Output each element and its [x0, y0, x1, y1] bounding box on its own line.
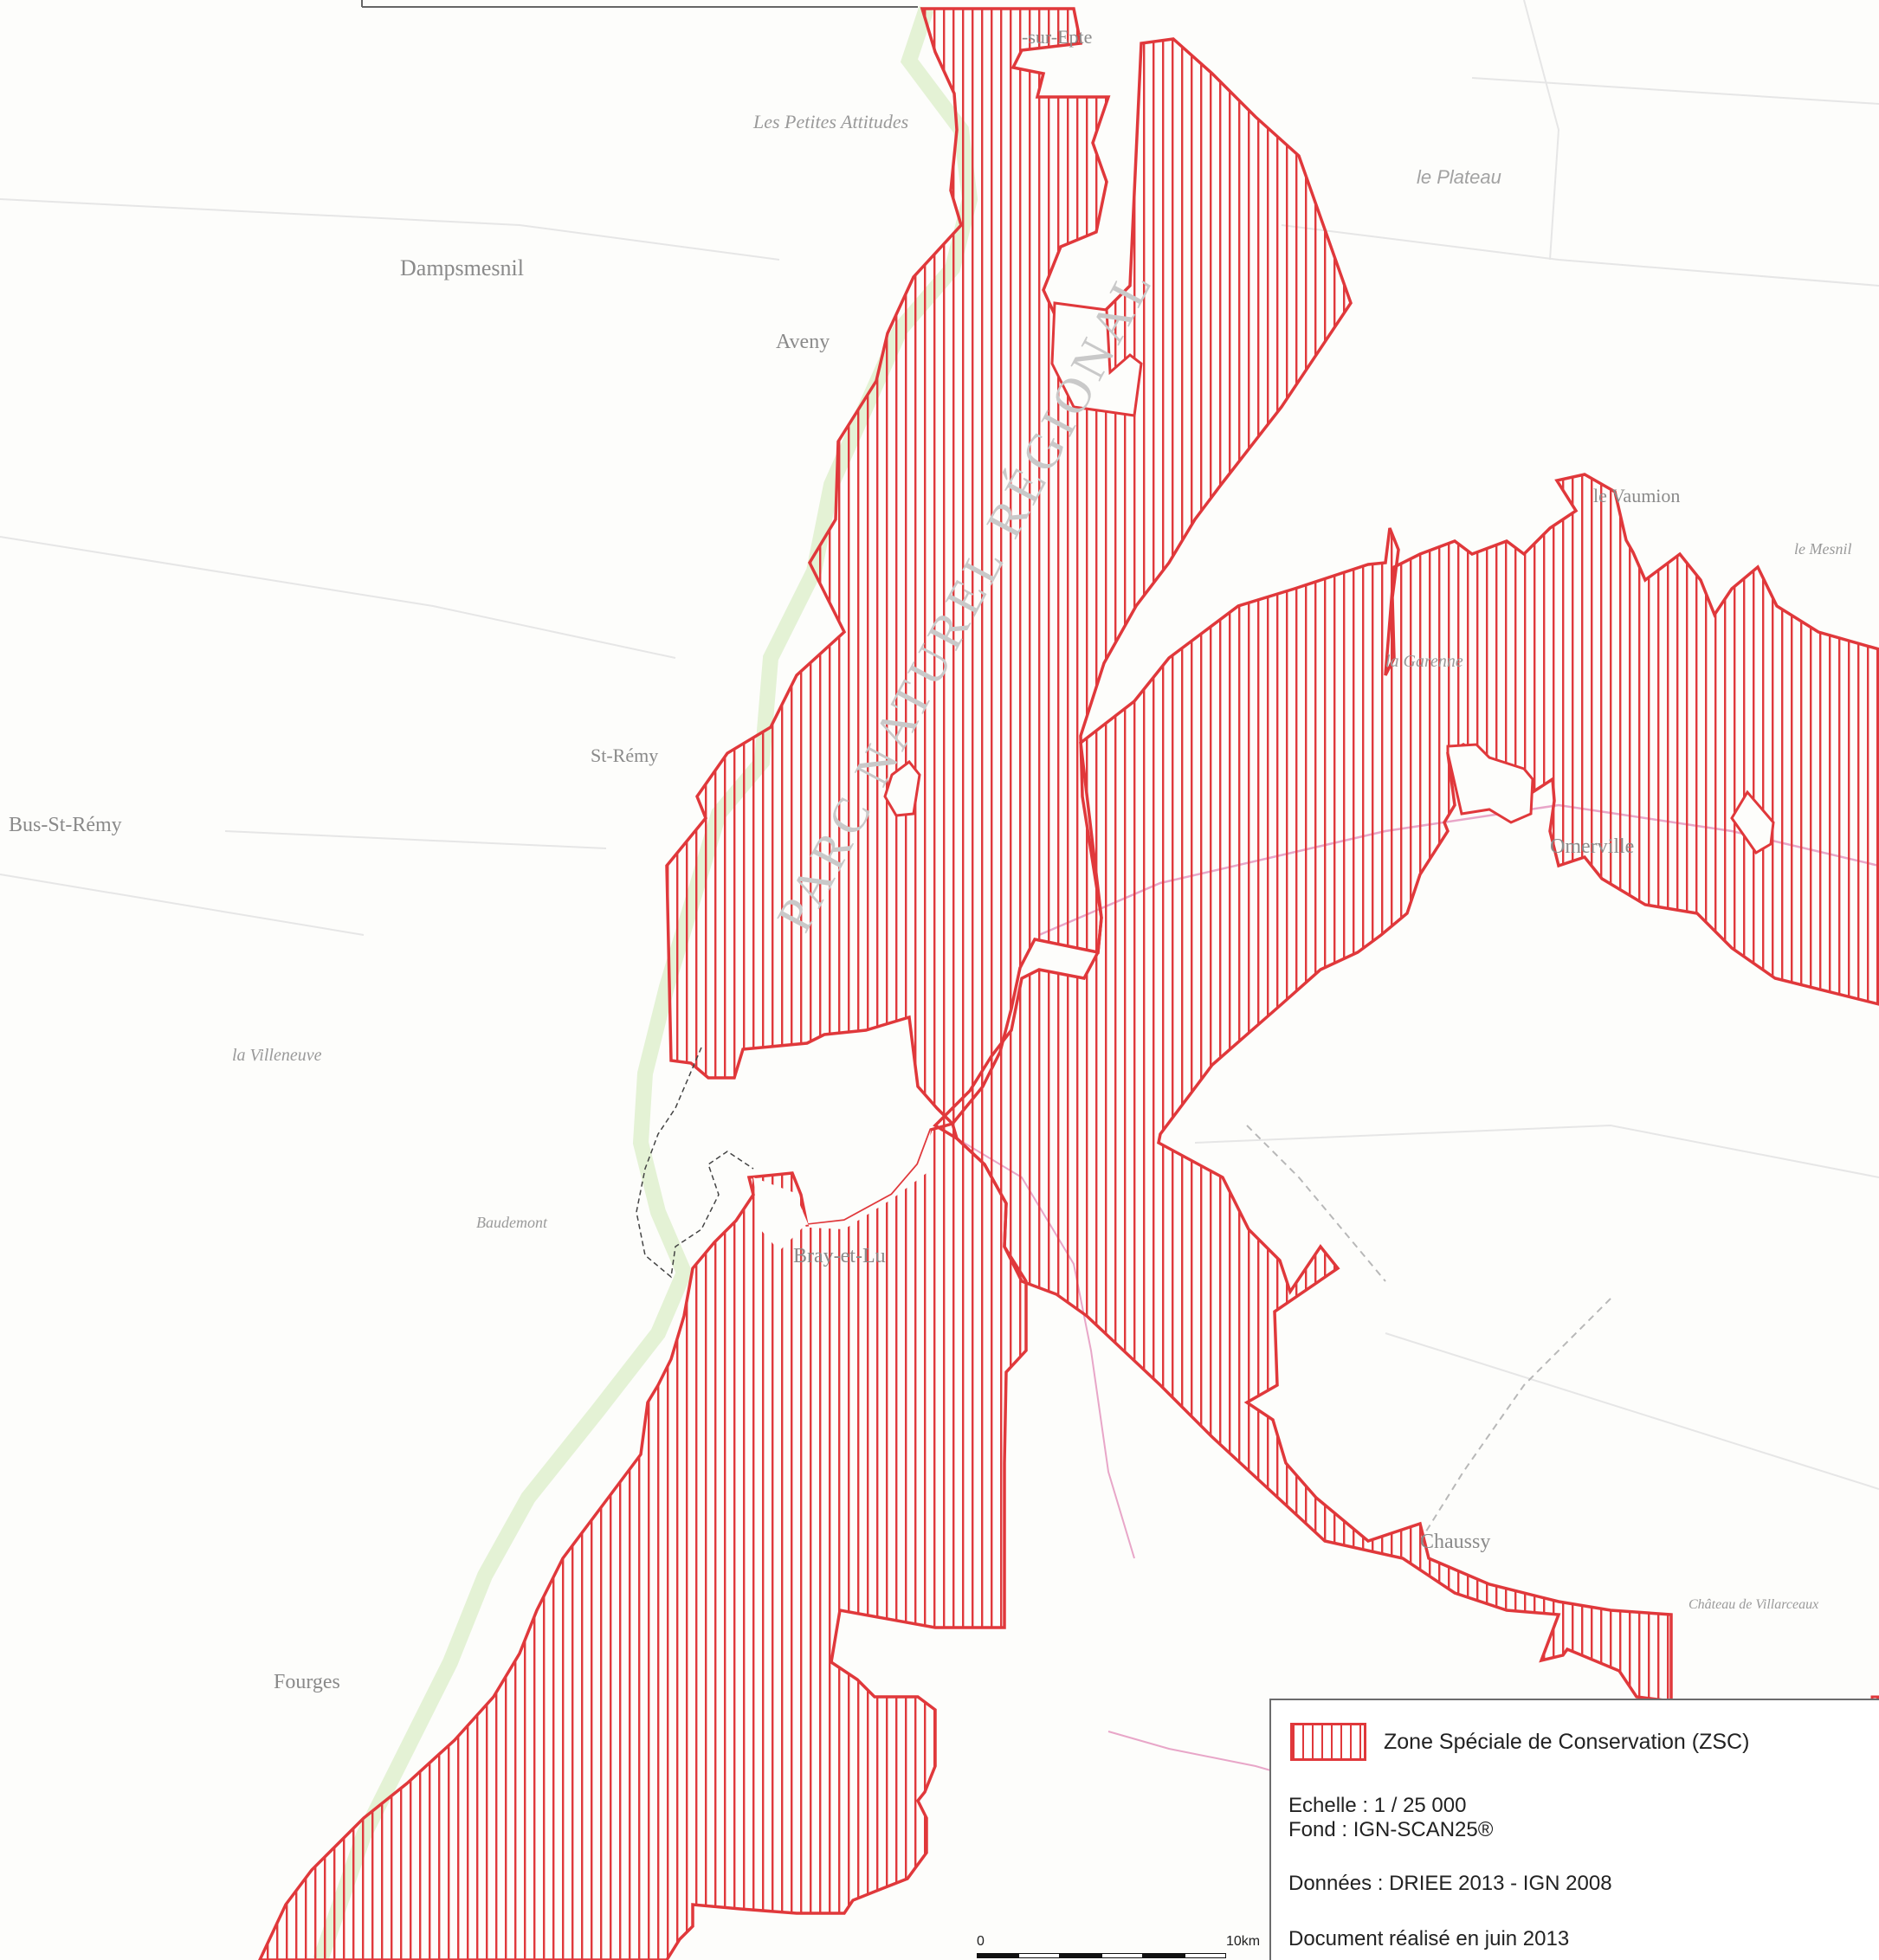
- place-bus-st-remy: Bus-St-Rémy: [9, 814, 122, 836]
- scale-segment: [1143, 1953, 1185, 1958]
- zsc-cutout: [1050, 301, 1143, 417]
- place-dampsmesnil: Dampsmesnil: [400, 255, 524, 280]
- place-villarceaux: Château de Villarceaux: [1689, 1597, 1818, 1612]
- zsc-zone-west[interactable]: [665, 7, 1353, 1126]
- legend-document: Document réalisé en juin 2013: [1288, 1927, 1570, 1950]
- scale-segment: [1060, 1953, 1101, 1958]
- scale-start-label: 0: [977, 1934, 985, 1949]
- scale-segment: [1101, 1953, 1143, 1958]
- place-baudemont: Baudemont: [476, 1214, 548, 1231]
- zsc-cutout-diamond: [1730, 790, 1775, 854]
- boundary-line: [1246, 1125, 1386, 1282]
- zsc-cutout-small: [883, 759, 921, 817]
- boundary-line: [1419, 1298, 1611, 1542]
- place-aveny: Aveny: [776, 331, 830, 353]
- place-bray-et-lu: Bray-et-Lu: [793, 1245, 886, 1267]
- legend-donnees: Données : DRIEE 2013 - IGN 2008: [1288, 1872, 1612, 1895]
- legend-scale: Echelle : 1 / 25 000: [1288, 1794, 1467, 1817]
- place-la-garenne: la Garenne: [1385, 652, 1463, 671]
- scale-bar: 0 10km: [977, 1934, 1260, 1960]
- zsc-zone-south[interactable]: [258, 1121, 1028, 1960]
- scale-end-label: 10km: [1226, 1934, 1261, 1949]
- map-legend: Zone Spéciale de Conservation (ZSC) Eche…: [1269, 1699, 1879, 1960]
- zsc-cutout-village: [1446, 743, 1534, 824]
- place-sur-epte: -sur-Epte: [1022, 26, 1092, 48]
- scale-segment: [977, 1953, 1018, 1958]
- zsc-legend-label: Zone Spéciale de Conservation (ZSC): [1384, 1730, 1750, 1754]
- place-st-remy: St-Rémy: [591, 745, 658, 766]
- zsc-zone-east[interactable]: [933, 473, 1879, 1703]
- place-chaussy: Chaussy: [1420, 1531, 1490, 1553]
- place-le-mesnil: le Mesnil: [1794, 540, 1851, 558]
- scale-segment: [1185, 1953, 1226, 1958]
- place-les-petites-attitudes: Les Petites Attitudes: [752, 111, 908, 132]
- place-le-plateau: le Plateau: [1417, 166, 1501, 188]
- admin-boundary: [636, 1047, 754, 1279]
- place-le-vaumion: le Vaumion: [1593, 485, 1680, 506]
- place-omerville: Omerville: [1550, 835, 1634, 858]
- place-la-villeneuve: la Villeneuve: [232, 1046, 322, 1065]
- place-fourges: Fourges: [274, 1671, 340, 1693]
- scale-segment: [1018, 1953, 1060, 1958]
- zsc-cutout-bray: [753, 1130, 931, 1251]
- topo-lines: [0, 0, 1879, 1490]
- zsc-legend-swatch: [1290, 1723, 1366, 1761]
- legend-fond: Fond : IGN-SCAN25®: [1288, 1818, 1494, 1841]
